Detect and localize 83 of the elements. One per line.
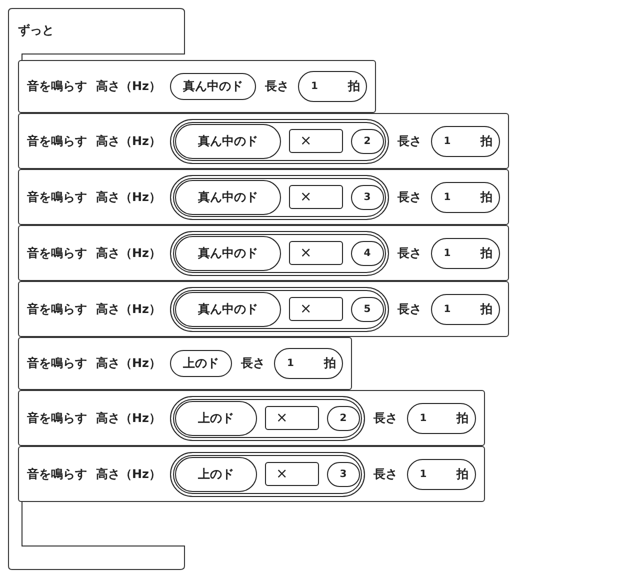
number-value: 1 [287,358,294,369]
number-value: 1 [420,468,427,480]
operator-dropdown: × [289,241,343,265]
block-label: 音を鳴らす [27,188,87,206]
block-label: 音を鳴らす [27,300,87,318]
operator-dropdown: × [265,406,319,430]
block-label: 音を鳴らす [27,410,87,426]
operator-dropdown: × [289,129,343,153]
block-label: 音を鳴らす [27,244,87,262]
note-dropdown: 上のド [170,350,232,377]
number-input: 2 [350,128,384,154]
math-operator-block [170,174,389,220]
number-input [298,71,367,102]
code-block [18,169,509,225]
number-input [430,238,500,268]
math-operator-block [170,230,389,276]
block-label: 高さ（Hz） [96,300,162,318]
block-label: 高さ（Hz） [96,188,162,206]
operator-dropdown: × [289,185,343,209]
block-label: 長さ [398,132,422,150]
number-value: 1 [444,304,451,314]
operator-dropdown: × [289,297,343,321]
math-operator-block [170,286,389,332]
note-dropdown: 上のド [175,456,258,492]
block-label: 音を鳴らす [27,466,87,482]
note-dropdown: 真ん中のド [175,124,282,158]
code-block [18,281,509,337]
code-block [18,225,509,281]
number-input: 4 [350,240,384,266]
block-label: 長さ [265,78,290,95]
block-label: 長さ [374,466,398,482]
block-label: 音を鳴らす [27,355,87,372]
note-dropdown: 真ん中のド [175,180,282,214]
block-label: 高さ（Hz） [96,132,162,150]
block-label: 長さ [398,188,422,206]
number-value: 1 [444,192,451,202]
unit-label: 拍 [480,132,493,150]
number-input [430,294,500,324]
block-label: 長さ [398,300,422,318]
block-label: 音を鳴らす [27,132,87,150]
number-input: 3 [350,184,384,210]
unit-label: 拍 [456,410,469,426]
number-value: 1 [444,248,451,258]
note-dropdown: 真ん中のド [170,73,256,100]
math-operator-block [170,118,389,164]
number-input: 3 [326,462,360,486]
note-dropdown: 真ん中のド [175,292,282,326]
code-block [18,60,376,113]
number-input [430,126,500,156]
block-label: 長さ [374,410,398,426]
block-label: 音を鳴らす [27,78,87,95]
block-label: 高さ（Hz） [96,78,162,95]
unit-label: 拍 [480,300,493,318]
block-label: 高さ（Hz） [96,355,162,372]
block-label: 高さ（Hz） [96,466,162,482]
block-label: ずっと [18,22,54,39]
code-block [18,113,509,169]
code-block [18,446,485,502]
note-dropdown: 上のド [175,400,258,436]
block-label: 高さ（Hz） [96,410,162,426]
unit-label: 拍 [324,355,336,372]
number-input: 2 [326,406,360,430]
block-label: 長さ [398,244,422,262]
operator-dropdown: × [265,462,319,486]
unit-label: 拍 [348,78,360,95]
number-input [406,458,476,490]
number-input: 5 [350,296,384,322]
number-value: 1 [311,81,318,92]
number-input [406,402,476,434]
block-label: 高さ（Hz） [96,244,162,262]
unit-label: 拍 [456,466,469,482]
code-block [18,337,352,390]
number-value: 1 [420,412,427,424]
math-operator-block [170,452,365,496]
number-value: 1 [444,136,451,146]
number-input [274,348,343,379]
number-input [430,182,500,212]
unit-label: 拍 [480,244,493,262]
code-block [18,390,485,446]
block-label: 長さ [241,355,266,372]
unit-label: 拍 [480,188,493,206]
note-dropdown: 真ん中のド [175,236,282,270]
math-operator-block [170,396,365,440]
